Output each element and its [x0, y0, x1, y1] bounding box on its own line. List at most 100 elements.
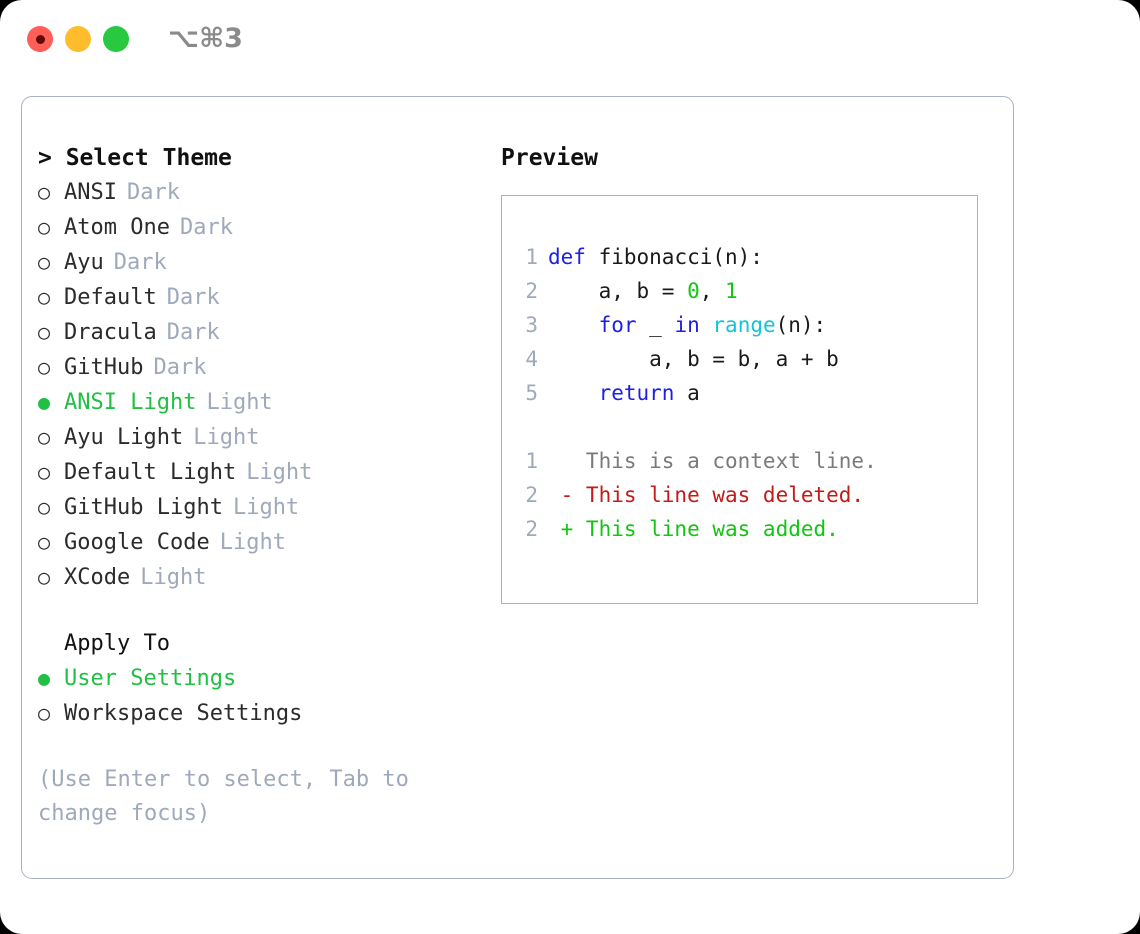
theme-option-kind: Light — [206, 390, 273, 415]
radio-unselected-icon: ○ — [38, 250, 51, 274]
code-token-pl: , — [699, 279, 726, 303]
radio-selected-icon: ● — [38, 666, 51, 690]
theme-option-kind: Dark — [166, 320, 220, 345]
radio-unselected-icon: ○ — [38, 355, 51, 379]
theme-option-default-light[interactable]: ○ Default Light Light — [38, 455, 478, 490]
theme-option-ansi-light[interactable]: ● ANSI Light Light — [38, 385, 478, 420]
title-bar: ⌥⌘3 — [0, 0, 1140, 80]
line-number: 2 — [525, 517, 538, 541]
line-number: 2 — [525, 483, 538, 507]
theme-option-kind: Light — [232, 495, 300, 520]
diff-line-content: + This line was added. — [548, 517, 839, 541]
apply-to-option-user-settings[interactable]: ● User Settings — [38, 661, 478, 696]
code-token-kw: def — [548, 245, 586, 269]
radio-unselected-icon: ○ — [38, 215, 51, 239]
code-line-content: a, b = 0, 1 — [548, 274, 738, 308]
minimize-button[interactable] — [65, 26, 91, 52]
code-token-pl: fibonacci(n): — [585, 245, 763, 269]
code-token-pl: a — [674, 381, 700, 405]
theme-option-kind: Light — [193, 425, 260, 450]
diff-line-content: - This line was deleted. — [548, 483, 865, 507]
theme-option-github-light[interactable]: ○ GitHub Light Light — [38, 490, 478, 525]
diff-line: 2 - This line was deleted. — [516, 478, 971, 512]
diff-block: 1 This is a context line.2 - This line w… — [516, 444, 971, 546]
theme-option-label: GitHub Light — [64, 495, 223, 520]
close-button[interactable] — [27, 26, 53, 52]
theme-option-label: ANSI Light — [64, 390, 197, 415]
theme-option-kind: Dark — [153, 355, 207, 380]
theme-option-kind: Light — [140, 565, 207, 590]
radio-unselected-icon: ○ — [38, 425, 51, 449]
code-line-content: a, b = b, a + b — [548, 342, 839, 376]
radio-unselected-icon: ○ — [38, 285, 51, 309]
code-line-content: return a — [548, 376, 700, 410]
line-number: 2 — [525, 279, 538, 303]
code-line: 4 a, b = b, a + b — [516, 342, 971, 376]
code-token-pl — [548, 381, 599, 405]
code-token-fn: range — [712, 313, 776, 337]
theme-option-kind: Dark — [113, 250, 167, 275]
radio-unselected-icon: ○ — [38, 701, 51, 725]
apply-to-heading: Apply To — [64, 631, 170, 656]
theme-option-ansi[interactable]: ○ ANSI Dark — [38, 175, 478, 210]
theme-option-label: Default — [64, 285, 157, 310]
theme-option-label: ANSI — [64, 180, 117, 205]
theme-option-kind: Light — [246, 460, 313, 485]
theme-option-kind: Dark — [126, 180, 180, 205]
diff-line-content: This is a context line. — [548, 449, 877, 473]
apply-to-list: ● User Settings ○ Workspace Settings — [38, 661, 478, 731]
code-line-content: def fibonacci(n): — [548, 240, 763, 274]
diff-line: 2 + This line was added. — [516, 512, 971, 546]
theme-option-kind: Dark — [166, 285, 220, 310]
page-title: > Select Theme — [38, 145, 232, 171]
code-token-kw: return — [598, 381, 675, 405]
theme-option-label: Google Code — [64, 530, 210, 555]
theme-option-google-code[interactable]: ○ Google Code Light — [38, 525, 478, 560]
code-token-kw: for — [598, 313, 637, 337]
code-token-pl: a, b = b, a + b — [548, 347, 839, 371]
radio-unselected-icon: ○ — [38, 180, 51, 204]
theme-option-label: XCode — [64, 565, 131, 590]
radio-unselected-icon: ○ — [38, 495, 51, 519]
preview-title: Preview — [501, 145, 598, 171]
code-line-content: for _ in range(n): — [548, 308, 827, 342]
theme-option-github[interactable]: ○ GitHub Dark — [38, 350, 478, 385]
theme-option-kind: Light — [219, 530, 286, 555]
code-token-pl: a, b = — [548, 279, 688, 303]
code-token-num: 1 — [725, 279, 738, 303]
maximize-button[interactable] — [103, 26, 129, 52]
code-line: 3 for _ in range(n): — [516, 308, 971, 342]
theme-option-atom-one[interactable]: ○ Atom One Dark — [38, 210, 478, 245]
code-token-pl: (n): — [775, 313, 827, 337]
window-title: ⌥⌘3 — [168, 23, 243, 54]
radio-unselected-icon: ○ — [38, 565, 51, 589]
radio-selected-icon: ● — [38, 390, 51, 414]
theme-option-label: Default Light — [64, 460, 237, 485]
radio-unselected-icon: ○ — [38, 530, 51, 554]
diff-line: 1 This is a context line. — [516, 444, 971, 478]
code-token-pl — [548, 313, 599, 337]
theme-option-default[interactable]: ○ Default Dark — [38, 280, 478, 315]
traffic-light-group — [27, 26, 129, 52]
theme-option-label: Atom One — [64, 215, 170, 240]
radio-unselected-icon: ○ — [38, 460, 51, 484]
line-number: 4 — [525, 347, 538, 371]
apply-to-option-label: User Settings — [64, 666, 237, 691]
line-number: 1 — [525, 449, 538, 473]
keyboard-hint: (Use Enter to select, Tab to change focu… — [38, 767, 423, 826]
apply-to-option-label: Workspace Settings — [64, 701, 303, 726]
theme-option-xcode[interactable]: ○ XCode Light — [38, 560, 478, 595]
apply-to-option-workspace-settings[interactable]: ○ Workspace Settings — [38, 696, 478, 731]
theme-option-kind: Dark — [179, 215, 233, 240]
theme-option-label: GitHub — [64, 355, 144, 380]
